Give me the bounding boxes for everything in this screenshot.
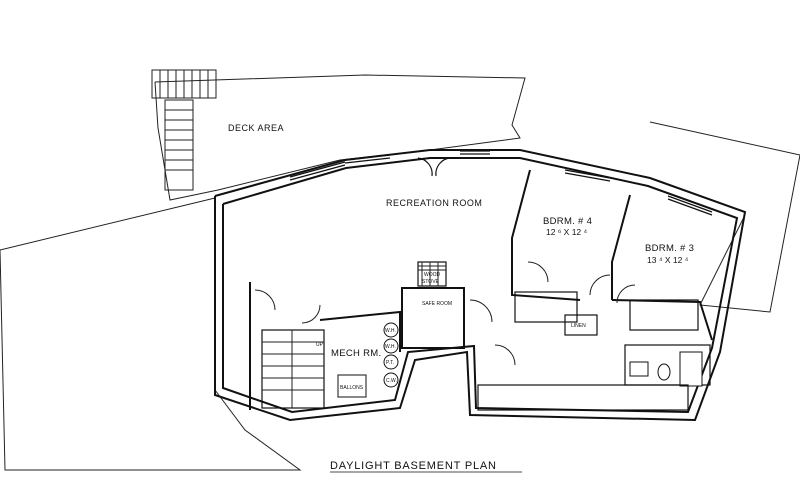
mech-room-label: MECH RM. [331,348,381,359]
right-terrace-outline [649,121,800,313]
deck-stairs [151,69,217,191]
front-double-door [417,157,451,177]
bath-fixtures [629,351,703,387]
water-heater-2-label: W.H. [385,344,396,350]
bdrm3-dimensions: 13 ⁴ X 12 ⁴ [647,255,689,265]
windows [289,150,713,216]
stair-up-label: UP [316,342,324,348]
lower-corridor [477,384,689,411]
linen-label: LINEN [571,323,586,329]
wood-stove-label-2: STOVE [422,279,440,285]
plan-title: DAYLIGHT BASEMENT PLAN [330,460,497,472]
cold-water-label: C.W. [386,378,397,384]
bdrm3-label: BDRM. # 3 [645,243,694,254]
exterior-walls [214,149,747,422]
door-swings [254,261,636,366]
water-heater-1-label: W.H. [385,328,396,334]
bedroom-4-walls [511,169,631,336]
deck-outline [154,74,526,201]
recreation-room-label: RECREATION ROOM [386,198,482,208]
pressure-tank-label: P.T. [386,360,394,366]
bdrm4-dimensions: 12 ⁶ X 12 ⁴ [546,227,588,237]
ballons-label: BALLONS [340,385,364,391]
safe-room-label: SAFE ROOM [422,301,452,307]
safe-room [401,287,465,349]
deck-area-label: DECK AREA [228,123,284,133]
left-terrace-outline [0,197,302,471]
wood-stove-label-1: WOOD [424,272,440,278]
wood-stove [417,261,447,287]
mech-room [249,282,401,410]
bdrm4-label: BDRM. # 4 [543,216,592,227]
